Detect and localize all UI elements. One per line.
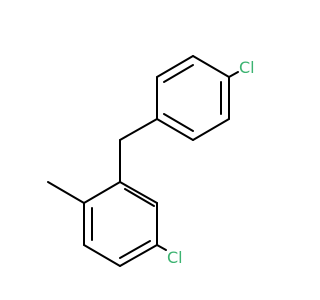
bond-top-ring-inner <box>163 113 194 132</box>
structure-canvas: Cl Cl <box>47 55 255 267</box>
chlorine-atom-label: Cl <box>239 58 255 77</box>
bond-top-ring <box>192 55 230 78</box>
bond-bottom-ring <box>83 181 121 204</box>
bond-bottom-ring-inner <box>124 188 155 207</box>
chlorine-atom-label: Cl <box>167 248 183 267</box>
atom-labels: Cl Cl <box>167 58 255 267</box>
bond-top-ring <box>156 118 194 141</box>
bond-methyl <box>47 181 85 204</box>
bond-top-ring <box>156 55 194 78</box>
bond-top-ring <box>192 118 230 141</box>
bond-bottom-ring <box>119 244 158 267</box>
bond-top-ring-inner <box>163 64 194 83</box>
bond-bottom-ring-inner <box>119 240 151 259</box>
bond-c-cl-bottom <box>156 244 167 251</box>
bond-ring-ch2 <box>119 118 158 141</box>
bond-c-cl-top <box>228 71 239 78</box>
bond-bottom-ring <box>83 244 121 267</box>
bonds <box>47 55 239 267</box>
bond-bottom-ring <box>119 181 158 204</box>
